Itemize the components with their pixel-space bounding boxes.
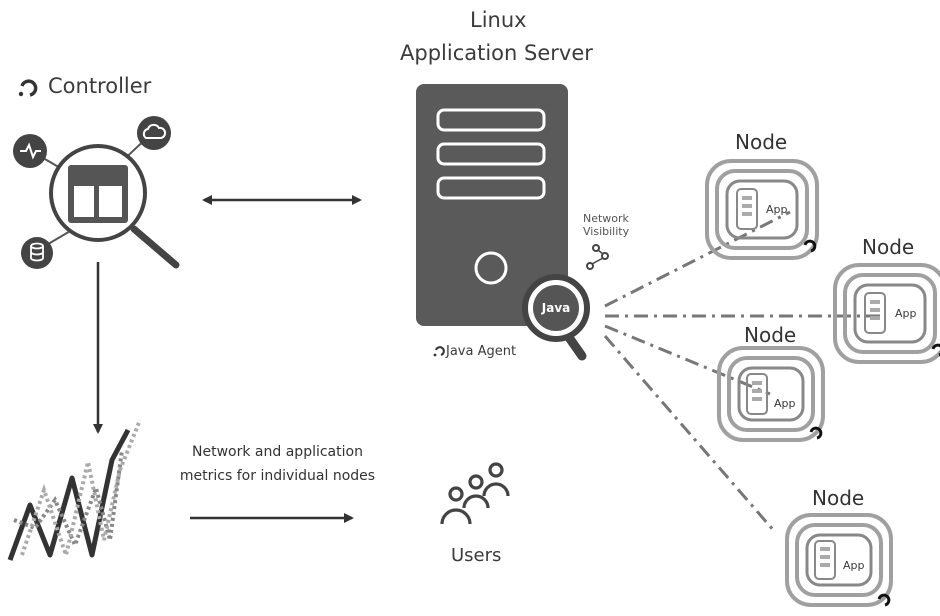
cloud-icon xyxy=(137,116,171,150)
agent-logo-icon xyxy=(433,346,445,357)
node-4 xyxy=(785,513,893,607)
metrics-line2: metrics for individual nodes xyxy=(179,468,376,484)
node-1 xyxy=(705,159,819,260)
node-3 xyxy=(717,346,825,442)
java-magnifier-icon: Java xyxy=(522,274,590,361)
network-visibility-icon xyxy=(586,244,609,270)
network-visibility-line2: Visibility xyxy=(583,225,630,238)
node-3-app: App xyxy=(774,397,796,410)
users-icon xyxy=(440,462,510,525)
database-icon xyxy=(21,237,53,269)
network-visibility-line1: Network xyxy=(583,212,629,225)
server-icon xyxy=(416,84,568,326)
node-connections xyxy=(603,210,885,533)
node-1-label: Node xyxy=(735,130,788,154)
activity-icon xyxy=(13,134,47,168)
node-1-app: App xyxy=(766,203,788,216)
controller-label: Controller xyxy=(48,74,152,98)
java-agent-label: Java Agent xyxy=(446,344,517,359)
java-badge: Java xyxy=(541,301,570,315)
metrics-line1: Network and application xyxy=(192,444,363,460)
node-2-label: Node xyxy=(862,235,915,259)
controller-icon xyxy=(13,116,180,269)
dashboard-icon xyxy=(68,165,128,223)
server-title-line1: Linux xyxy=(470,8,527,32)
chart-lines-icon xyxy=(7,419,142,563)
node-4-label: Node xyxy=(812,486,865,510)
server-title-line2: Application Server xyxy=(400,41,593,65)
node-2-app: App xyxy=(895,307,917,320)
node-2 xyxy=(833,263,940,364)
users-label: Users xyxy=(451,545,502,566)
appdynamics-logo-icon xyxy=(18,79,38,97)
node-4-app: App xyxy=(843,559,865,572)
node-3-label: Node xyxy=(744,323,797,347)
